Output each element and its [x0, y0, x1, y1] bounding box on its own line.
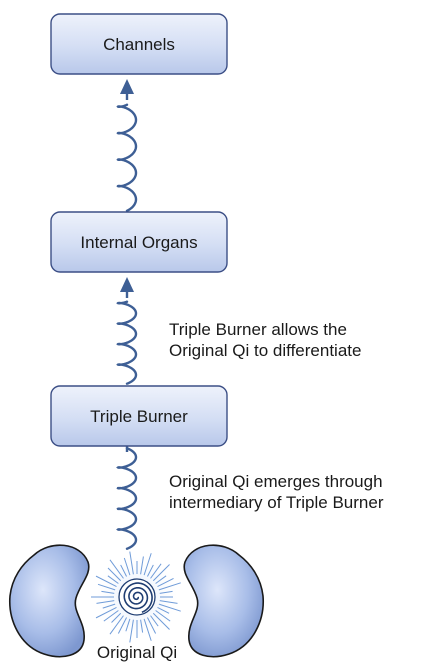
- burst-ray: [97, 583, 116, 591]
- burst-ray: [111, 612, 122, 623]
- original-qi-label: Original Qi: [97, 643, 177, 662]
- internal-organs-box: [50, 211, 228, 273]
- upper-annotation-line-2: Original Qi to differentiate: [169, 341, 361, 360]
- burst-ray: [140, 619, 144, 633]
- burst-ray: [159, 600, 178, 604]
- spiral-burst-icon: [91, 551, 181, 643]
- triple-burner-box: [50, 385, 228, 447]
- burst-ray: [157, 606, 170, 614]
- burst-ray: [107, 567, 122, 582]
- burst-ray: [152, 564, 170, 582]
- burst-ray: [158, 582, 181, 591]
- burst-rays: [91, 551, 181, 643]
- spiral-lower: [116, 444, 138, 550]
- burst-ray: [157, 577, 174, 588]
- burst-ray: [120, 564, 128, 577]
- burst-ray: [143, 618, 152, 641]
- burst-ray: [152, 612, 170, 630]
- burst-ray: [109, 559, 124, 579]
- internal-organs-node: Internal Organs: [50, 211, 228, 273]
- qi-spiral: [123, 582, 153, 613]
- channels-label: Channels: [103, 35, 175, 54]
- burst-ray: [140, 556, 144, 575]
- channels-node: Channels: [50, 13, 228, 75]
- burst-ray: [150, 615, 159, 627]
- burst-ray: [129, 619, 134, 643]
- lower-annotation-line-2: intermediary of Triple Burner: [169, 493, 384, 512]
- burst-ray: [101, 590, 115, 594]
- arrowhead-to-internal-organs: [120, 277, 134, 292]
- burst-ray: [146, 564, 154, 577]
- coil-strand: [116, 103, 138, 212]
- coil-strand: [116, 300, 138, 385]
- lower-annotation-line-1: Original Qi emerges through: [169, 472, 383, 491]
- burst-ray: [155, 610, 171, 622]
- burst-ray: [129, 551, 134, 575]
- spiral-middle: [116, 290, 138, 385]
- burst-ray: [103, 610, 119, 622]
- burst-ray: [155, 575, 167, 584]
- burst-ray: [95, 575, 117, 588]
- burst-ray: [123, 557, 131, 576]
- burst-ray: [158, 603, 181, 612]
- burst-ray: [159, 590, 173, 594]
- burst-ray: [146, 617, 157, 634]
- burst-ray: [117, 617, 128, 634]
- triple-burner-node: Triple Burner: [50, 385, 228, 447]
- burst-ray: [96, 600, 115, 604]
- upper-annotation: Triple Burner allows the Original Qi to …: [169, 320, 361, 360]
- triple-burner-label: Triple Burner: [90, 407, 188, 426]
- burst-ray: [95, 606, 117, 619]
- coil-strand: [116, 447, 138, 550]
- upper-annotation-line-1: Triple Burner allows the: [169, 320, 347, 339]
- burst-ray: [143, 553, 152, 576]
- burst-ray: [125, 618, 131, 632]
- burst-ray: [102, 603, 116, 609]
- arrowhead-to-channels: [120, 79, 134, 94]
- burst-ray: [109, 615, 124, 635]
- left-kidney-icon: [9, 544, 90, 658]
- channels-box: [50, 13, 228, 75]
- lower-annotation: Original Qi emerges through intermediary…: [169, 472, 387, 512]
- internal-organs-label: Internal Organs: [80, 233, 197, 252]
- spiral-upper: [116, 92, 138, 212]
- right-kidney-icon: [183, 544, 264, 658]
- burst-ray: [107, 575, 119, 584]
- burst-ray: [150, 563, 162, 579]
